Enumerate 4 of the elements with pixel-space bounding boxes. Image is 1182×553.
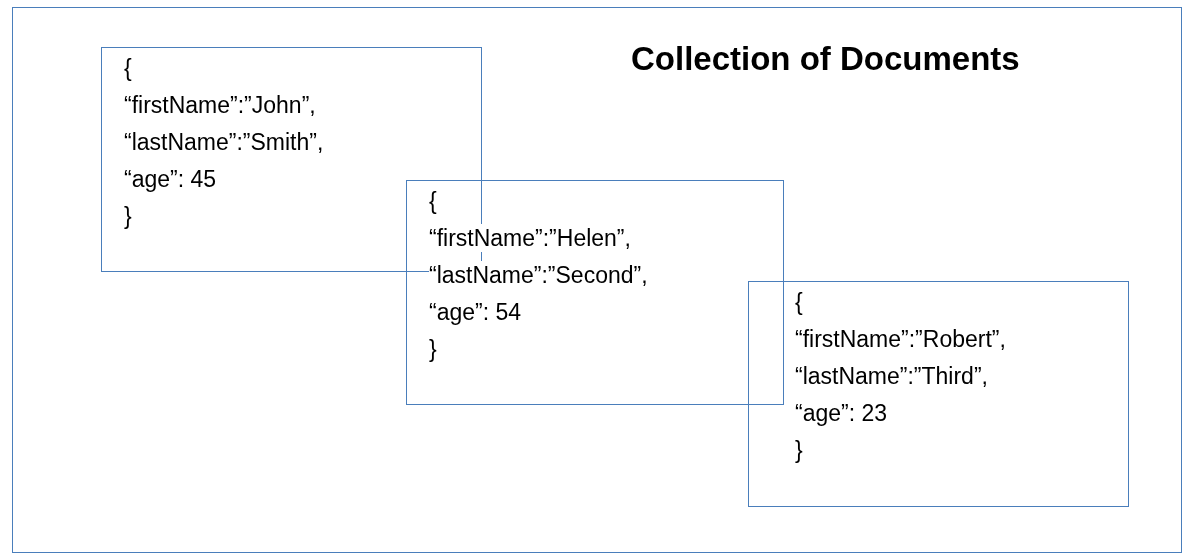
document-box	[748, 281, 1129, 507]
document-box	[406, 180, 784, 405]
collection-frame	[12, 7, 1182, 553]
title: Collection of Documents	[631, 40, 1020, 78]
